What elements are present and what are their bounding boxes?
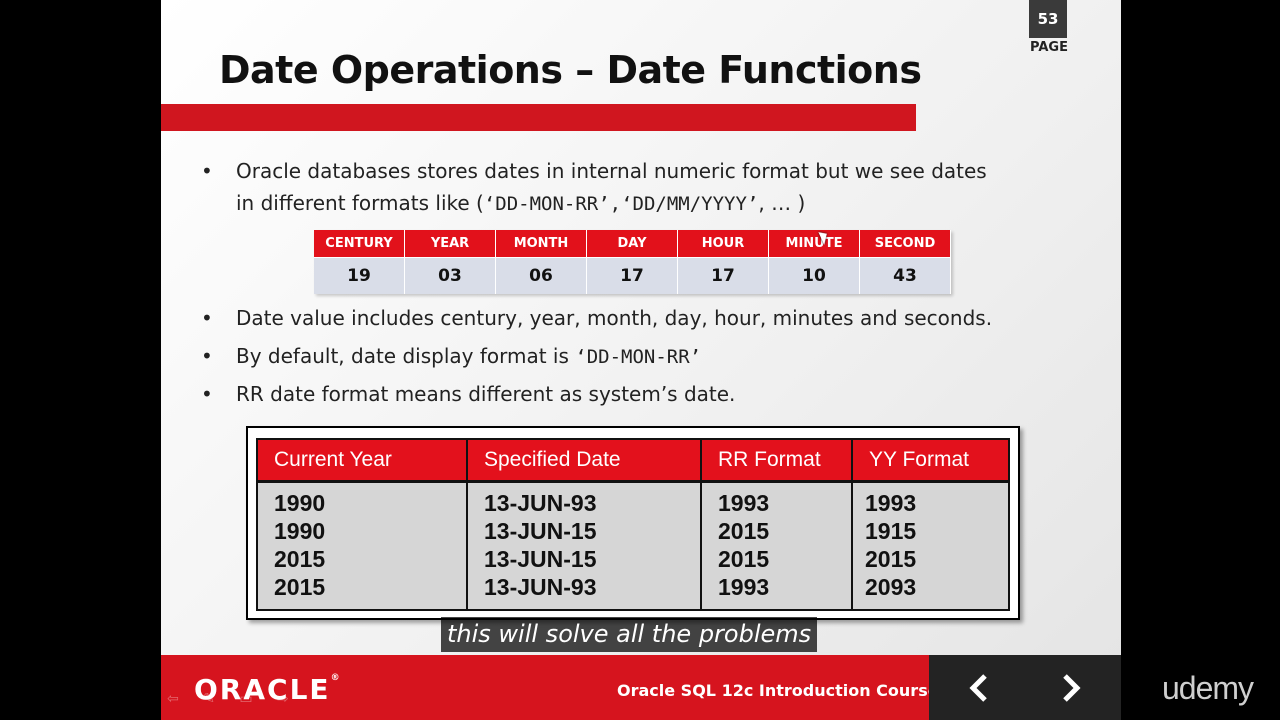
slideshow-controls-icon[interactable]: ⇦ ✎ ▭ ⇨ xyxy=(167,691,299,707)
table-cell: 2015 xyxy=(274,546,326,572)
table-cell: 2093 xyxy=(865,574,917,600)
bullet-3-text: By default, date display format is ‘DD-M… xyxy=(236,341,701,373)
table-cell: 1993 xyxy=(718,574,770,600)
header-year: YEAR xyxy=(404,230,496,258)
registered-mark: ® xyxy=(330,673,340,683)
table-cell: 2015 xyxy=(718,546,770,572)
bullet-2-text: Date value includes century, year, month… xyxy=(236,306,993,330)
value-day: 17 xyxy=(586,257,678,294)
slide-footer: ⇦ ✎ ▭ ⇨ ORACLE® Oracle SQL 12c Introduct… xyxy=(161,655,1121,720)
udemy-watermark: udemy xyxy=(1162,670,1254,706)
title-underline-bar xyxy=(161,104,916,131)
rr-format-table-frame: Current Year Specified Date RR Format YY… xyxy=(246,426,1020,620)
table-cell: 1915 xyxy=(865,518,917,544)
next-slide-button[interactable] xyxy=(1051,669,1091,707)
value-hour: 17 xyxy=(677,257,769,294)
header-current-year: Current Year xyxy=(256,438,468,483)
bullet-1-prefix: in different formats like ( xyxy=(236,191,484,215)
table-cell: 13-JUN-93 xyxy=(484,490,597,516)
table-cell: 13-JUN-15 xyxy=(484,518,597,544)
column-rr-format: 1993 2015 2015 1993 xyxy=(700,480,853,611)
table-cell: 1990 xyxy=(274,490,326,516)
bullet-1-code: ‘DD-MON-RR’,‘DD/MM/YYYY’ xyxy=(483,193,759,215)
bullet-3-code: ‘DD-MON-RR’ xyxy=(575,346,702,368)
header-yy-format: YY Format xyxy=(851,438,1010,483)
bullet-marker: • xyxy=(201,159,213,183)
oracle-logo: ORACLE® xyxy=(194,673,340,706)
date-parts-table: CENTURY YEAR MONTH DAY HOUR MINUTE SECON… xyxy=(314,230,951,294)
column-yy-format: 1993 1915 2015 2093 xyxy=(851,480,1010,611)
rr-table-header-row: Current Year Specified Date RR Format YY… xyxy=(256,438,1010,483)
bullet-4-text: RR date format means different as system… xyxy=(236,382,736,406)
value-second: 43 xyxy=(859,257,951,294)
table-cell: 2015 xyxy=(718,518,770,544)
bullet-marker: • xyxy=(201,382,213,406)
page-number: 53 xyxy=(1029,0,1067,38)
value-century: 19 xyxy=(314,257,405,294)
previous-slide-button[interactable] xyxy=(959,669,999,707)
table-cell: 13-JUN-15 xyxy=(484,546,597,572)
table-cell: 2015 xyxy=(865,546,917,572)
header-day: DAY xyxy=(586,230,678,258)
value-month: 06 xyxy=(495,257,587,294)
rr-format-table: Current Year Specified Date RR Format YY… xyxy=(256,438,1010,611)
bullet-1-line-1: Oracle databases stores dates in interna… xyxy=(236,159,987,183)
column-current-year: 1990 1990 2015 2015 xyxy=(256,480,468,611)
column-specified-date: 13-JUN-93 13-JUN-15 13-JUN-15 13-JUN-93 xyxy=(466,480,702,611)
rr-table-body-row: 1990 1990 2015 2015 13-JUN-93 13-JUN-15 … xyxy=(256,480,1010,611)
date-parts-value-row: 19 03 06 17 17 10 43 xyxy=(314,257,951,294)
course-title: Oracle SQL 12c Introduction Course xyxy=(617,681,939,700)
chevron-right-icon xyxy=(1063,674,1081,702)
date-parts-header-row: CENTURY YEAR MONTH DAY HOUR MINUTE SECON… xyxy=(314,230,951,258)
bullet-marker: • xyxy=(201,306,213,330)
chevron-left-icon xyxy=(969,674,987,702)
slide-title: Date Operations – Date Functions xyxy=(219,48,922,92)
slide: 53 PAGE Date Operations – Date Functions… xyxy=(161,0,1121,720)
value-year: 03 xyxy=(404,257,496,294)
header-century: CENTURY xyxy=(314,230,405,258)
bullet-1-suffix: , … ) xyxy=(758,191,806,215)
page-label: PAGE xyxy=(1030,40,1068,55)
header-specified-date: Specified Date xyxy=(466,438,702,483)
oracle-logo-text: ORACLE xyxy=(194,673,331,706)
table-cell: 1993 xyxy=(718,490,770,516)
header-second: SECOND xyxy=(859,230,951,258)
nav-panel xyxy=(929,655,1121,720)
header-month: MONTH xyxy=(495,230,587,258)
table-cell: 1993 xyxy=(865,490,917,516)
bullet-3-prefix: By default, date display format is xyxy=(236,344,576,368)
bullet-1-line-2: in different formats like (‘DD-MON-RR’,‘… xyxy=(236,188,805,220)
video-caption: this will solve all the problems xyxy=(441,617,818,652)
header-minute: MINUTE xyxy=(768,230,860,258)
value-minute: 10 xyxy=(768,257,860,294)
bullet-marker: • xyxy=(201,344,213,368)
header-hour: HOUR xyxy=(677,230,769,258)
table-cell: 13-JUN-93 xyxy=(484,574,597,600)
header-rr-format: RR Format xyxy=(700,438,853,483)
table-cell: 2015 xyxy=(274,574,326,600)
table-cell: 1990 xyxy=(274,518,326,544)
